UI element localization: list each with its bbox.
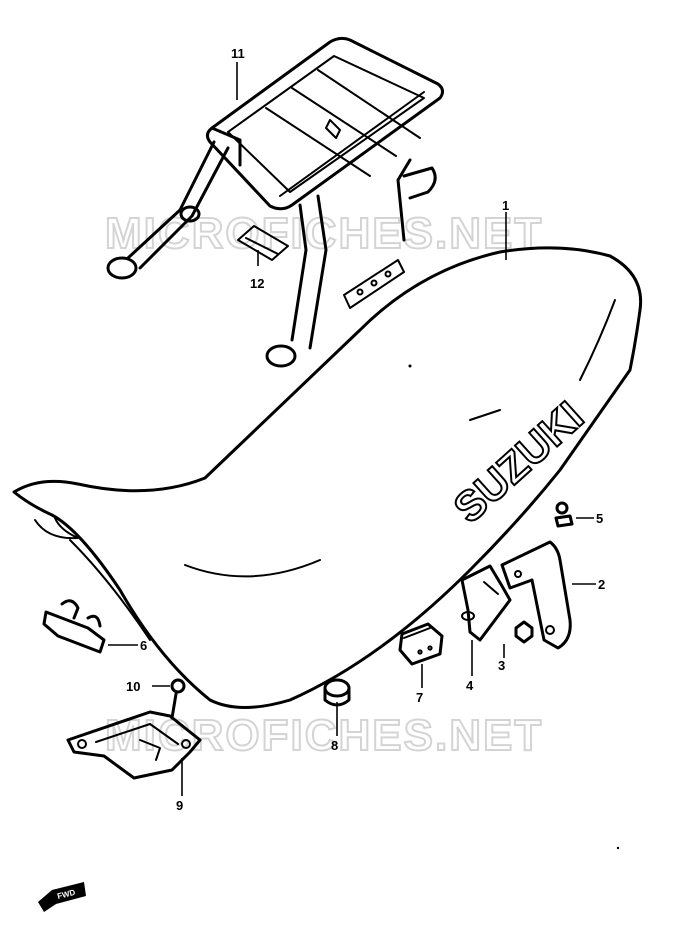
seat-brand-logo: SUZUKI — [445, 392, 593, 532]
hinge-bracket — [460, 564, 512, 642]
rear-carrier-rack — [106, 36, 445, 368]
rubber-cushion — [42, 599, 106, 654]
cushion-block — [398, 622, 444, 666]
front-marker-label: FWD — [56, 888, 76, 901]
callout-3: 3 — [498, 658, 505, 673]
nut — [514, 620, 534, 644]
leader-lines — [108, 62, 596, 796]
callout-6: 6 — [140, 638, 147, 653]
mount-plate — [66, 710, 202, 780]
callout-11: 11 — [231, 46, 245, 61]
callout-10: 10 — [126, 679, 140, 694]
callout-8: 8 — [331, 738, 338, 753]
callout-1: 1 — [502, 198, 509, 213]
seat: SUZUKI — [12, 246, 643, 709]
callout-12: 12 — [250, 276, 264, 291]
label-decal — [237, 225, 289, 261]
screw — [170, 678, 186, 720]
callout-9: 9 — [176, 798, 183, 813]
watermark-bottom: MICROFICHES.NET — [105, 711, 543, 760]
callout-4: 4 — [466, 678, 474, 693]
callout-2: 2 — [598, 577, 605, 592]
front-direction-arrow-icon: FWD — [38, 882, 86, 912]
callout-5: 5 — [596, 511, 603, 526]
grommet — [323, 678, 351, 707]
seat-bracket — [500, 540, 572, 650]
callout-7: 7 — [416, 690, 423, 705]
bolt — [554, 501, 574, 528]
